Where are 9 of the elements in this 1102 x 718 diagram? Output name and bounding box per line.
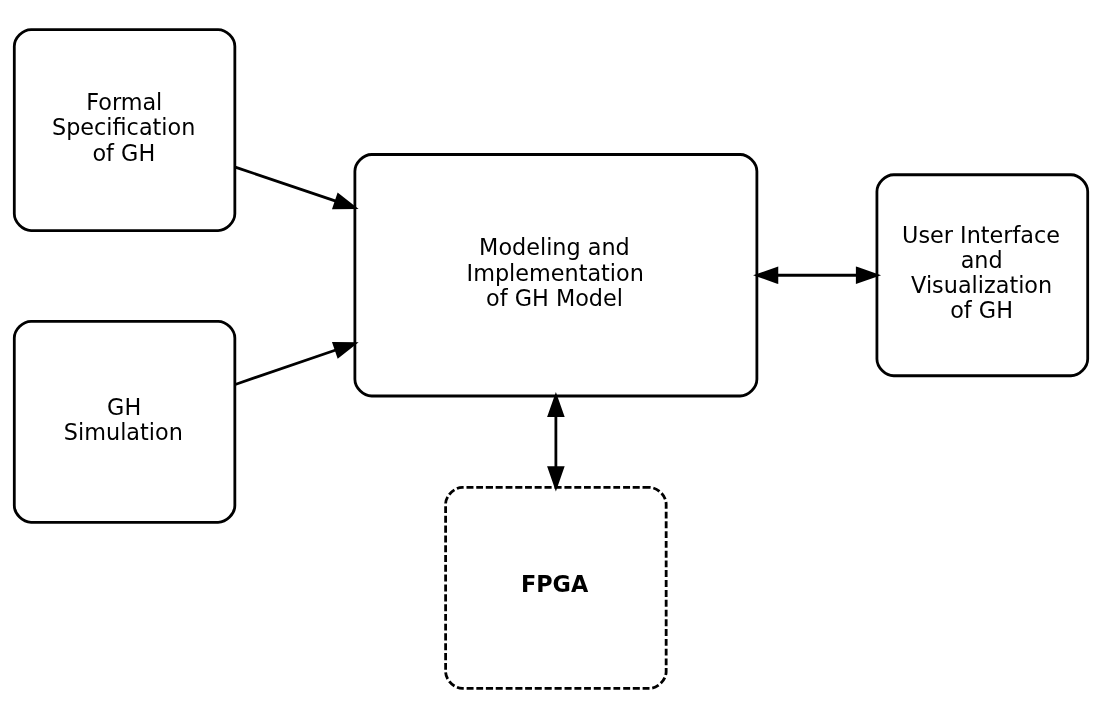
node-box: Formal Specification of GH [12, 28, 237, 232]
node-box: FPGA [444, 486, 668, 690]
node-box: GH Simulation [12, 319, 237, 524]
arrow [753, 266, 882, 285]
arrow [234, 342, 359, 386]
node-box: User Interface and Visualization of GH [875, 173, 1090, 378]
arrow [234, 165, 359, 210]
arrow [547, 391, 565, 492]
node-box: Modeling and Implementation of GH Model [353, 153, 759, 398]
